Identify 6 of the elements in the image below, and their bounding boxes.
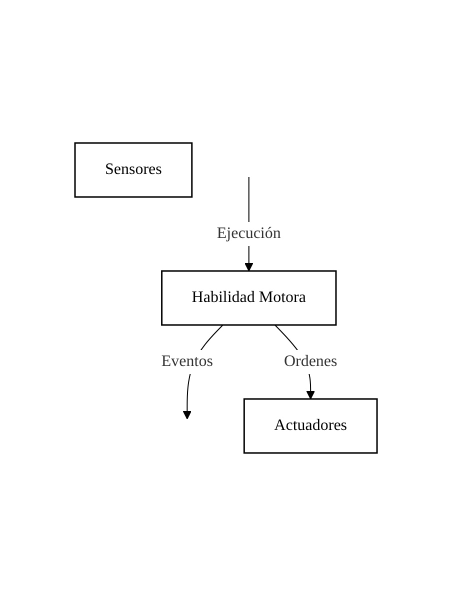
process-box: Habilidad Motora — [161, 270, 337, 326]
process-box: Sensores — [74, 142, 193, 198]
process-box: Actuadores — [243, 398, 378, 454]
edge-label: Ordenes — [284, 352, 338, 370]
edge-label: Ejecución — [216, 224, 281, 242]
edge-label: Eventos — [161, 352, 213, 370]
